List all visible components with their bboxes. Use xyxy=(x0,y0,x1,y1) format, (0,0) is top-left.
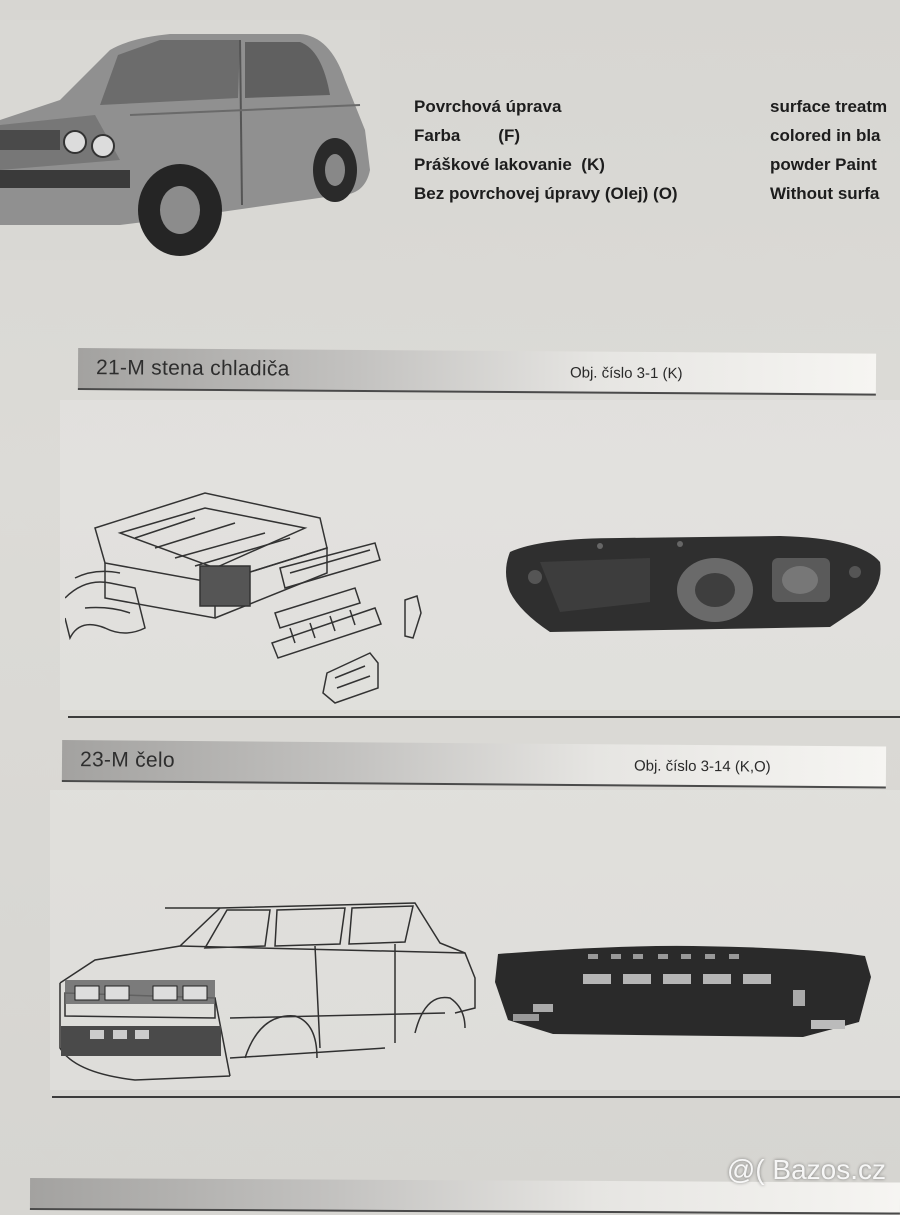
legend-english: surface treatm colored in bla powder Pai… xyxy=(770,92,900,208)
legend-line-oil: Bez povrchovej úpravy (Olej) (O) xyxy=(414,184,678,203)
section-order-number: Obj. číslo 3-1 (K) xyxy=(569,364,683,383)
legend-en-line-2: colored in bla xyxy=(770,126,881,145)
legend-en-line-1: surface treatm xyxy=(770,97,888,116)
radiator-wall-drawing xyxy=(65,492,422,704)
legend-slovak: Povrchová úprava Farba(F) Práškové lakov… xyxy=(414,92,678,208)
legend-en-line-4: Without surfa xyxy=(770,184,880,203)
car-photo xyxy=(0,20,380,260)
legend-en-line-3: powder Paint xyxy=(770,155,877,174)
legend-line-powder: Práškové lakovanie (K) xyxy=(414,155,605,174)
legend-line-treatment: Povrchová úprava xyxy=(414,97,562,116)
section-title: 21-M stena chladiča xyxy=(95,356,290,381)
section-order-number: Obj. číslo 3-14 (K,O) xyxy=(633,757,771,776)
front-panel-photo xyxy=(495,945,871,1037)
section-divider xyxy=(52,1096,900,1098)
section-header-front-panel: 23-M čelo Obj. číslo 3-14 (K,O) xyxy=(61,740,887,789)
car-body-drawing xyxy=(59,902,476,1081)
section-divider xyxy=(68,716,900,718)
section-header-radiator-wall: 21-M stena chladiča Obj. číslo 3-1 (K) xyxy=(77,348,877,396)
section-title: 23-M čelo xyxy=(79,748,176,772)
legend-line-paint: Farba(F) xyxy=(414,126,521,145)
watermark: @( Bazos.cz xyxy=(726,1154,886,1185)
radiator-wall-photo xyxy=(506,536,881,632)
